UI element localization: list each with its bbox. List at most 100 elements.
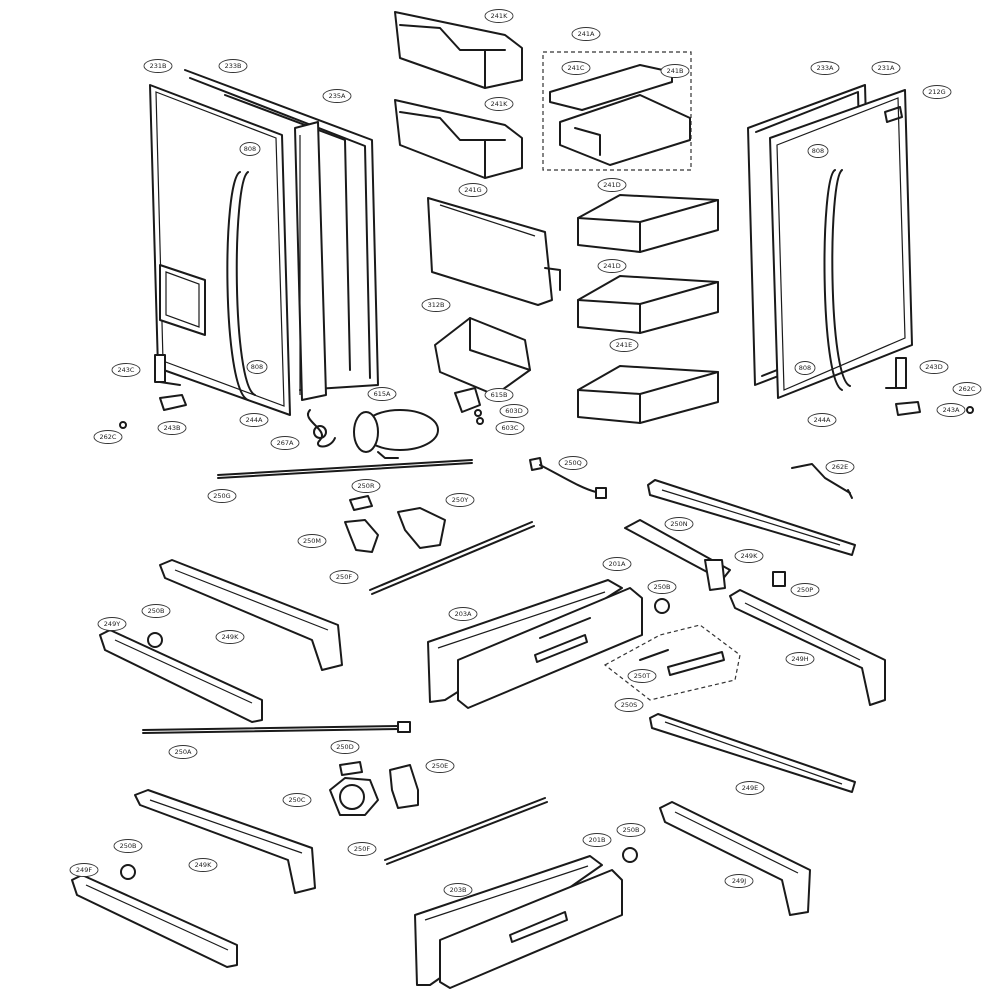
callout-241d-1: 241D — [597, 178, 627, 192]
callout-243b: 243B — [157, 421, 187, 435]
svg-text:231A: 231A — [878, 64, 895, 72]
svg-text:603C: 603C — [502, 424, 519, 432]
svg-text:241K: 241K — [491, 100, 508, 108]
svg-text:231B: 231B — [150, 62, 167, 70]
right-door-assembly — [747, 84, 974, 416]
svg-text:250E: 250E — [432, 762, 449, 770]
svg-text:250B: 250B — [623, 826, 640, 834]
callout-212g: 212G — [922, 85, 952, 99]
svg-text:249K: 249K — [222, 633, 239, 641]
callout-241g: 241G — [458, 183, 488, 197]
callout-808-l2: 808 — [246, 360, 268, 374]
svg-text:250N: 250N — [670, 520, 687, 528]
svg-text:249Y: 249Y — [104, 620, 120, 628]
svg-text:250A: 250A — [175, 748, 192, 756]
callout-250e: 250E — [425, 759, 455, 773]
callout-233a: 233A — [810, 61, 840, 75]
callout-250t: 250T — [627, 669, 657, 683]
svg-text:249E: 249E — [742, 784, 759, 792]
callout-250b-1: 250B — [647, 580, 677, 594]
bins-241d-241e — [577, 194, 719, 424]
assembly-250s — [603, 624, 741, 701]
svg-text:250B: 250B — [120, 842, 137, 850]
svg-text:241D: 241D — [603, 181, 620, 189]
svg-text:235A: 235A — [329, 92, 346, 100]
callout-808-l: 808 — [239, 142, 261, 156]
callout-231b: 231B — [143, 59, 173, 73]
svg-text:262C: 262C — [100, 433, 117, 441]
callout-243a: 243A — [936, 403, 966, 417]
callout-241k-1: 241K — [484, 9, 514, 23]
svg-text:244A: 244A — [246, 416, 263, 424]
svg-text:250G: 250G — [213, 492, 230, 500]
svg-text:250F: 250F — [354, 845, 370, 853]
svg-text:250Q: 250Q — [564, 459, 582, 467]
svg-text:250S: 250S — [621, 701, 638, 709]
drawer-201b — [414, 847, 638, 989]
svg-text:312B: 312B — [428, 301, 445, 309]
svg-text:241D: 241D — [603, 262, 620, 270]
callout-203a: 203A — [448, 607, 478, 621]
callout-808-r: 808 — [807, 144, 829, 158]
bin-assembly-241a — [542, 51, 692, 171]
svg-text:249K: 249K — [741, 552, 758, 560]
callout-250b-3: 250B — [616, 823, 646, 837]
callout-250q: 250Q — [558, 456, 588, 470]
svg-text:241E: 241E — [616, 341, 633, 349]
callout-250a: 250A — [168, 745, 198, 759]
drawer-201a — [427, 579, 670, 709]
callout-243d: 243D — [919, 360, 949, 374]
callout-603d: 603D — [499, 404, 529, 418]
svg-text:250F: 250F — [336, 573, 352, 581]
callout-231a: 231A — [871, 61, 901, 75]
callout-243c: 243C — [111, 363, 141, 377]
svg-text:201B: 201B — [589, 836, 606, 844]
callout-249y: 249Y — [97, 617, 127, 631]
svg-text:243C: 243C — [118, 366, 135, 374]
svg-text:249F: 249F — [76, 866, 92, 874]
svg-text:249J: 249J — [732, 877, 746, 885]
callout-250y: 250Y — [445, 493, 475, 507]
svg-text:233B: 233B — [225, 62, 242, 70]
rail-249j — [659, 801, 811, 916]
rail-249e — [649, 713, 856, 793]
svg-text:250M: 250M — [303, 537, 321, 545]
svg-text:262E: 262E — [832, 463, 849, 471]
callout-233b: 233B — [218, 59, 248, 73]
svg-text:244A: 244A — [814, 416, 831, 424]
svg-text:603D: 603D — [505, 407, 522, 415]
callout-241b: 241B — [660, 64, 690, 78]
svg-text:250B: 250B — [148, 607, 165, 615]
callout-250f-2: 250F — [347, 842, 377, 856]
svg-text:241B: 241B — [667, 67, 684, 75]
svg-text:267A: 267A — [277, 439, 294, 447]
callout-603c: 603C — [495, 421, 525, 435]
callout-249f: 249F — [69, 863, 99, 877]
callout-250b-4: 250B — [113, 839, 143, 853]
callout-250p: 250P — [790, 583, 820, 597]
svg-text:808: 808 — [799, 364, 811, 372]
callout-249j: 249J — [724, 874, 754, 888]
callout-262c-l: 262C — [93, 430, 123, 444]
callout-250c: 250C — [282, 793, 312, 807]
callout-201b: 201B — [582, 833, 612, 847]
svg-text:250P: 250P — [797, 586, 813, 594]
svg-text:250R: 250R — [358, 482, 375, 490]
svg-text:241A: 241A — [578, 30, 595, 38]
callout-241k-2: 241K — [484, 97, 514, 111]
svg-text:241K: 241K — [491, 12, 508, 20]
callout-layer: 231B 233B 235A 808 808 243C 243B 262C 24… — [69, 9, 982, 897]
callout-250d: 250D — [330, 740, 360, 754]
svg-text:233A: 233A — [817, 64, 834, 72]
callout-615a: 615A — [367, 387, 397, 401]
callout-250r: 250R — [351, 479, 381, 493]
callout-235a: 235A — [322, 89, 352, 103]
svg-text:615B: 615B — [491, 391, 508, 399]
callout-244a-r: 244A — [807, 413, 837, 427]
callout-250f-1: 250F — [329, 570, 359, 584]
svg-text:201A: 201A — [609, 560, 626, 568]
callout-241c: 241C — [561, 61, 591, 75]
svg-text:243A: 243A — [943, 406, 960, 414]
housing-312b — [434, 317, 531, 396]
